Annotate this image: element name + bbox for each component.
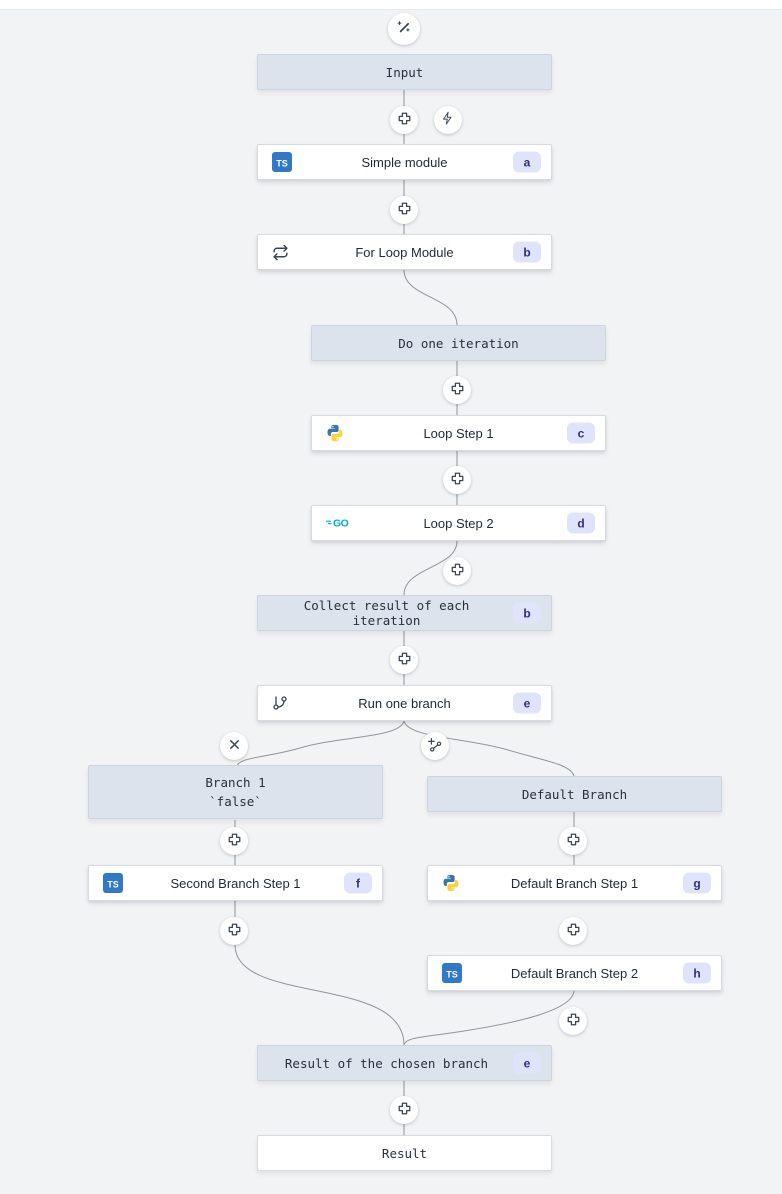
node-badge: b — [513, 602, 541, 624]
add-step-button[interactable] — [390, 196, 418, 224]
svg-text:TS: TS — [107, 880, 119, 890]
node-label: Default Branch Step 2 — [510, 965, 639, 981]
node-collect-result[interactable]: Collect result of each iteration b — [257, 595, 552, 631]
node-input[interactable]: Input — [257, 54, 552, 90]
plus-icon — [397, 651, 412, 669]
trigger-wand-button[interactable] — [388, 13, 420, 45]
node-default-branch[interactable]: Default Branch — [427, 776, 722, 812]
node-sublabel: `false` — [209, 794, 262, 809]
node-badge: f — [344, 872, 372, 894]
plus-icon — [566, 1012, 581, 1030]
node-badge: g — [683, 872, 711, 894]
node-result[interactable]: Result — [257, 1135, 552, 1171]
node-label: Do one iteration — [398, 335, 519, 351]
python-icon — [326, 424, 344, 442]
add-step-button[interactable] — [559, 1007, 587, 1035]
node-label: Second Branch Step 1 — [170, 875, 301, 891]
node-label: Collect result of each iteration — [303, 598, 470, 628]
node-badge: d — [567, 512, 595, 534]
node-badge: b — [513, 241, 541, 263]
node-loop-step-1[interactable]: Loop Step 1 c — [311, 415, 606, 451]
typescript-icon: TS — [103, 873, 123, 893]
svg-text:TS: TS — [276, 159, 288, 169]
x-icon — [228, 738, 241, 754]
add-step-button[interactable] — [390, 1096, 418, 1124]
add-step-button[interactable] — [443, 466, 471, 494]
node-label: Input — [385, 64, 424, 80]
add-step-button[interactable] — [559, 917, 587, 945]
plus-icon — [566, 832, 581, 850]
node-label: Loop Step 1 — [423, 425, 494, 441]
plus-icon — [450, 381, 465, 399]
git-branch-plus-icon — [427, 737, 443, 756]
plus-icon — [450, 471, 465, 489]
remove-branch-button[interactable] — [220, 732, 248, 760]
python-icon — [442, 874, 460, 892]
node-badge: a — [513, 151, 541, 173]
node-label: Simple module — [361, 154, 448, 170]
add-step-button[interactable] — [559, 827, 587, 855]
repeat-icon — [272, 244, 289, 261]
node-label: Default Branch Step 1 — [510, 875, 639, 891]
node-label: Result — [381, 1145, 428, 1161]
typescript-icon: TS — [442, 963, 462, 983]
add-branch-button[interactable] — [421, 732, 449, 760]
add-step-button[interactable] — [390, 106, 418, 134]
node-label: Loop Step 2 — [423, 515, 494, 531]
go-icon: GO — [326, 516, 354, 530]
top-bar — [0, 0, 782, 10]
plus-icon — [227, 832, 242, 850]
add-step-button[interactable] — [443, 376, 471, 404]
plus-icon — [397, 111, 412, 129]
add-step-button[interactable] — [220, 917, 248, 945]
node-default-branch-step-2[interactable]: TS Default Branch Step 2 h — [427, 955, 722, 991]
node-badge: c — [567, 422, 595, 444]
node-badge: e — [513, 1052, 541, 1074]
wand-sparkles-icon — [395, 19, 413, 40]
svg-text:GO: GO — [333, 518, 349, 530]
svg-text:TS: TS — [446, 970, 458, 980]
node-run-one-branch[interactable]: Run one branch e — [257, 685, 552, 721]
zap-icon — [441, 111, 456, 129]
add-step-button[interactable] — [443, 557, 471, 585]
git-branch-icon — [272, 695, 288, 711]
node-do-one-iteration[interactable]: Do one iteration — [311, 325, 606, 361]
plus-icon — [227, 922, 242, 940]
node-label: Run one branch — [358, 695, 451, 711]
node-badge: e — [513, 692, 541, 714]
node-simple-module[interactable]: TS Simple module a — [257, 144, 552, 180]
node-result-of-chosen-branch[interactable]: Result of the chosen branch e — [257, 1045, 552, 1081]
node-default-branch-step-1[interactable]: Default Branch Step 1 g — [427, 865, 722, 901]
node-badge: h — [683, 962, 711, 984]
node-branch-1[interactable]: Branch 1 `false` — [88, 765, 383, 819]
trigger-zap-button[interactable] — [434, 106, 462, 134]
node-label: Branch 1 — [205, 775, 266, 790]
node-for-loop-module[interactable]: For Loop Module b — [257, 234, 552, 270]
plus-icon — [566, 922, 581, 940]
typescript-icon: TS — [272, 152, 292, 172]
plus-icon — [450, 562, 465, 580]
add-step-button[interactable] — [390, 646, 418, 674]
node-label: For Loop Module — [355, 244, 454, 260]
node-loop-step-2[interactable]: GO Loop Step 2 d — [311, 505, 606, 541]
node-label: Default Branch — [521, 786, 628, 802]
plus-icon — [397, 201, 412, 219]
add-step-button[interactable] — [220, 827, 248, 855]
node-second-branch-step-1[interactable]: TS Second Branch Step 1 f — [88, 865, 383, 901]
plus-icon — [397, 1101, 412, 1119]
node-label: Result of the chosen branch — [284, 1055, 489, 1071]
